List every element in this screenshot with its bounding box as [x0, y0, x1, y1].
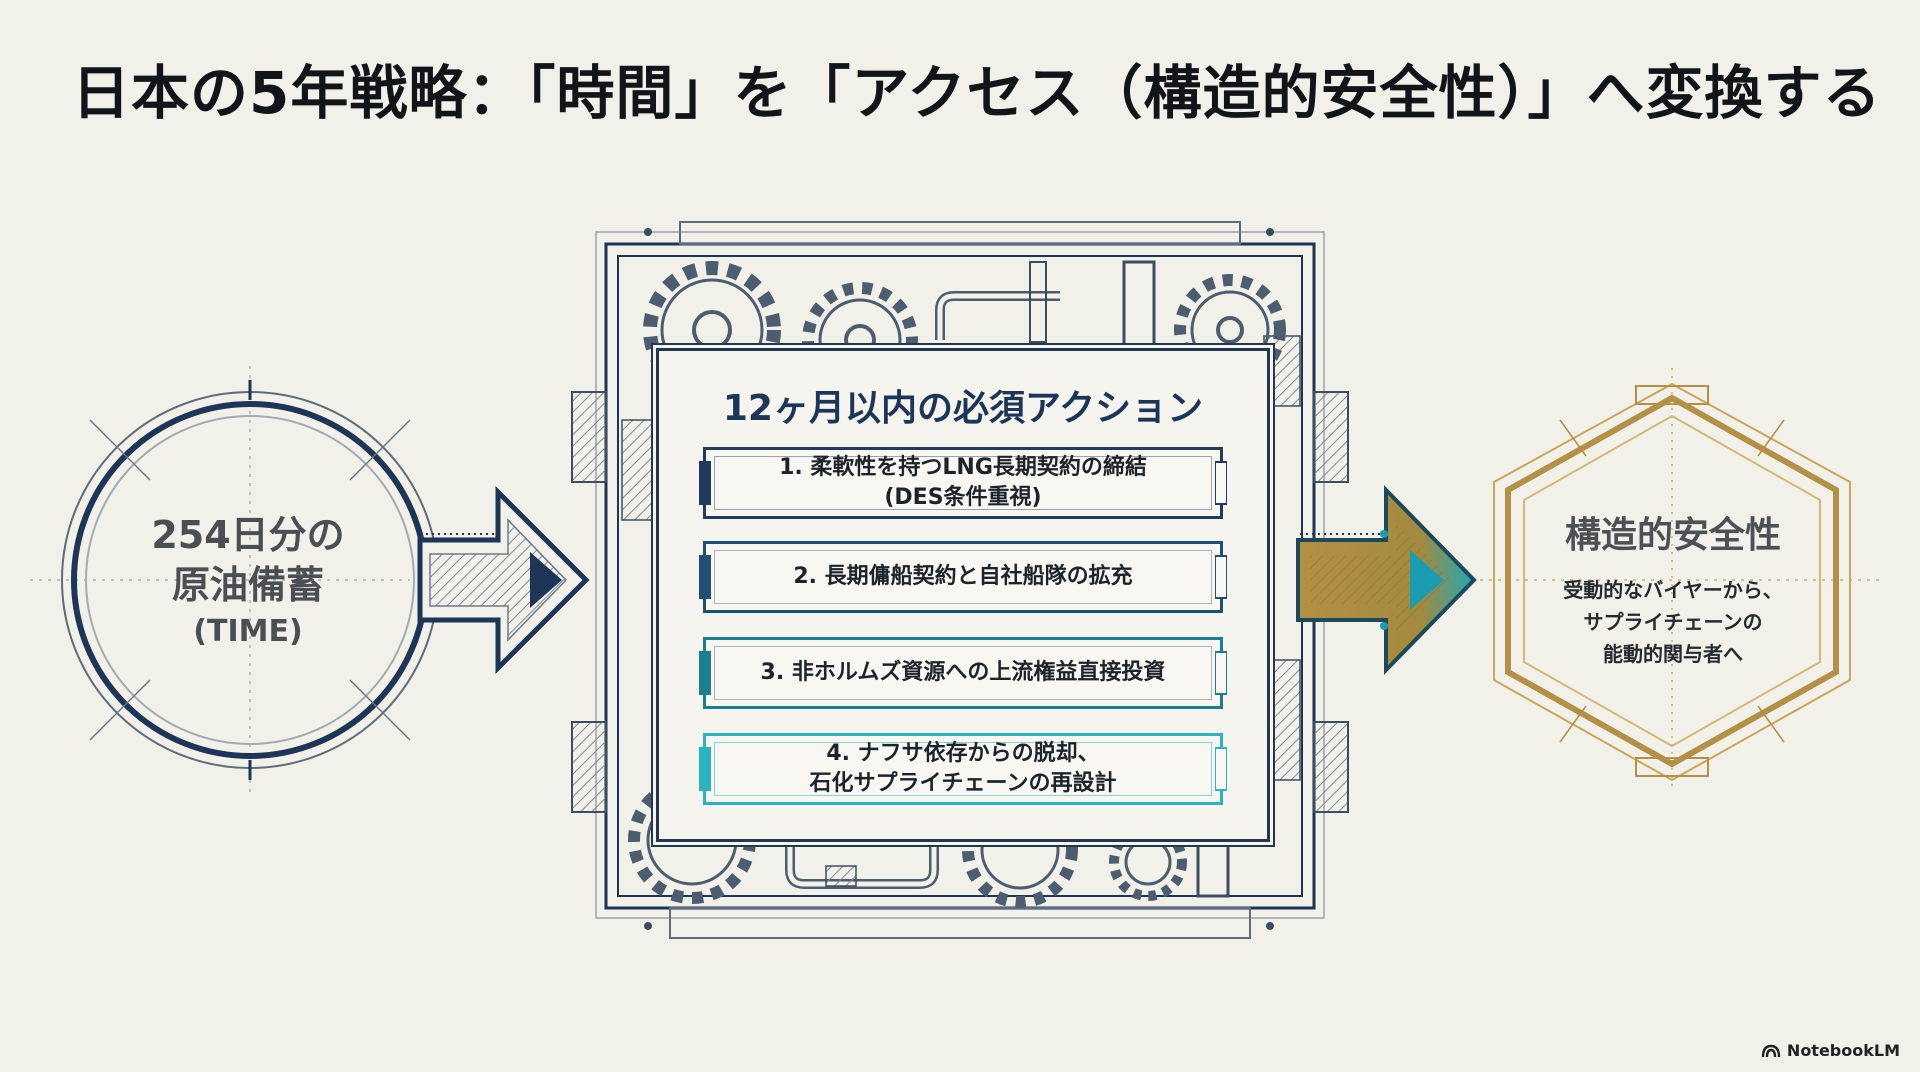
right-node-title: 構造的安全性 — [1564, 515, 1781, 556]
panel-title: 12ヶ月以内の必須アクション — [722, 388, 1204, 429]
action-item-2: 2. 長期傭船契約と自社船隊の拡充 — [699, 541, 1227, 613]
brand-badge: NotebookLM — [1761, 1041, 1900, 1060]
arrow-right-icon — [1296, 485, 1477, 675]
action-item-2-line1: 2. 長期傭船契約と自社船隊の拡充 — [793, 564, 1133, 589]
item-cap-left — [699, 747, 711, 791]
left-node-line2: 原油備蓄 — [171, 563, 324, 607]
action-item-1: 1. 柔軟性を持つLNG長期契約の締結 (DES条件重視) — [699, 447, 1227, 519]
hexagon-icon — [1480, 368, 1880, 792]
right-node-desc-line1: 受動的なバイヤーから、 — [1563, 578, 1783, 602]
center-action-panel: 12ヶ月以内の必須アクション 1. 柔軟性を持つLNG長期契約の締結 (DES条… — [656, 348, 1270, 842]
brand-label: NotebookLM — [1786, 1041, 1900, 1060]
left-node-line1: 254日分の — [151, 513, 345, 557]
right-node-description: 受動的なバイヤーから、 サプライチェーンの 能動的関与者へ — [1528, 574, 1818, 670]
item-cap-left — [699, 651, 711, 695]
page-title: 日本の5年戦略：「時間」を「アクセス（構造的安全性）」へ変換する — [72, 59, 1882, 127]
action-item-4-line2: 石化サプライチェーンの再設計 — [809, 771, 1117, 796]
left-node-label: 254日分の 原油備蓄 (TIME) — [118, 510, 378, 654]
item-cap-left — [699, 461, 711, 505]
item-cap-right — [1215, 651, 1227, 695]
action-item-4: 4. ナフサ依存からの脱却、 石化サプライチェーンの再設計 — [699, 733, 1227, 805]
action-item-text: 1. 柔軟性を持つLNG長期契約の締結 (DES条件重視) — [779, 453, 1147, 513]
action-item-3: 3. 非ホルムズ資源への上流権益直接投資 — [699, 637, 1227, 709]
action-item-text: 4. ナフサ依存からの脱却、 石化サプライチェーンの再設計 — [810, 739, 1117, 799]
notebooklm-icon — [1761, 1044, 1781, 1057]
action-item-1-line1: 1. 柔軟性を持つLNG長期契約の締結 — [779, 455, 1147, 480]
arrow-right-icon — [417, 485, 590, 675]
item-cap-right — [1215, 747, 1227, 791]
item-cap-right — [1215, 555, 1227, 599]
action-item-3-line1: 3. 非ホルムズ資源への上流権益直接投資 — [760, 660, 1166, 685]
right-node-desc-line2: サプライチェーンの — [1583, 610, 1763, 634]
left-node-line3: (TIME) — [193, 614, 303, 649]
action-item-1-line2: (DES条件重視) — [884, 485, 1042, 510]
right-node-desc-line3: 能動的関与者へ — [1603, 642, 1743, 666]
action-item-4-line1: 4. ナフサ依存からの脱却、 — [826, 741, 1100, 766]
item-cap-right — [1215, 461, 1227, 505]
item-cap-left — [699, 555, 711, 599]
machine-frame — [571, 221, 1349, 939]
